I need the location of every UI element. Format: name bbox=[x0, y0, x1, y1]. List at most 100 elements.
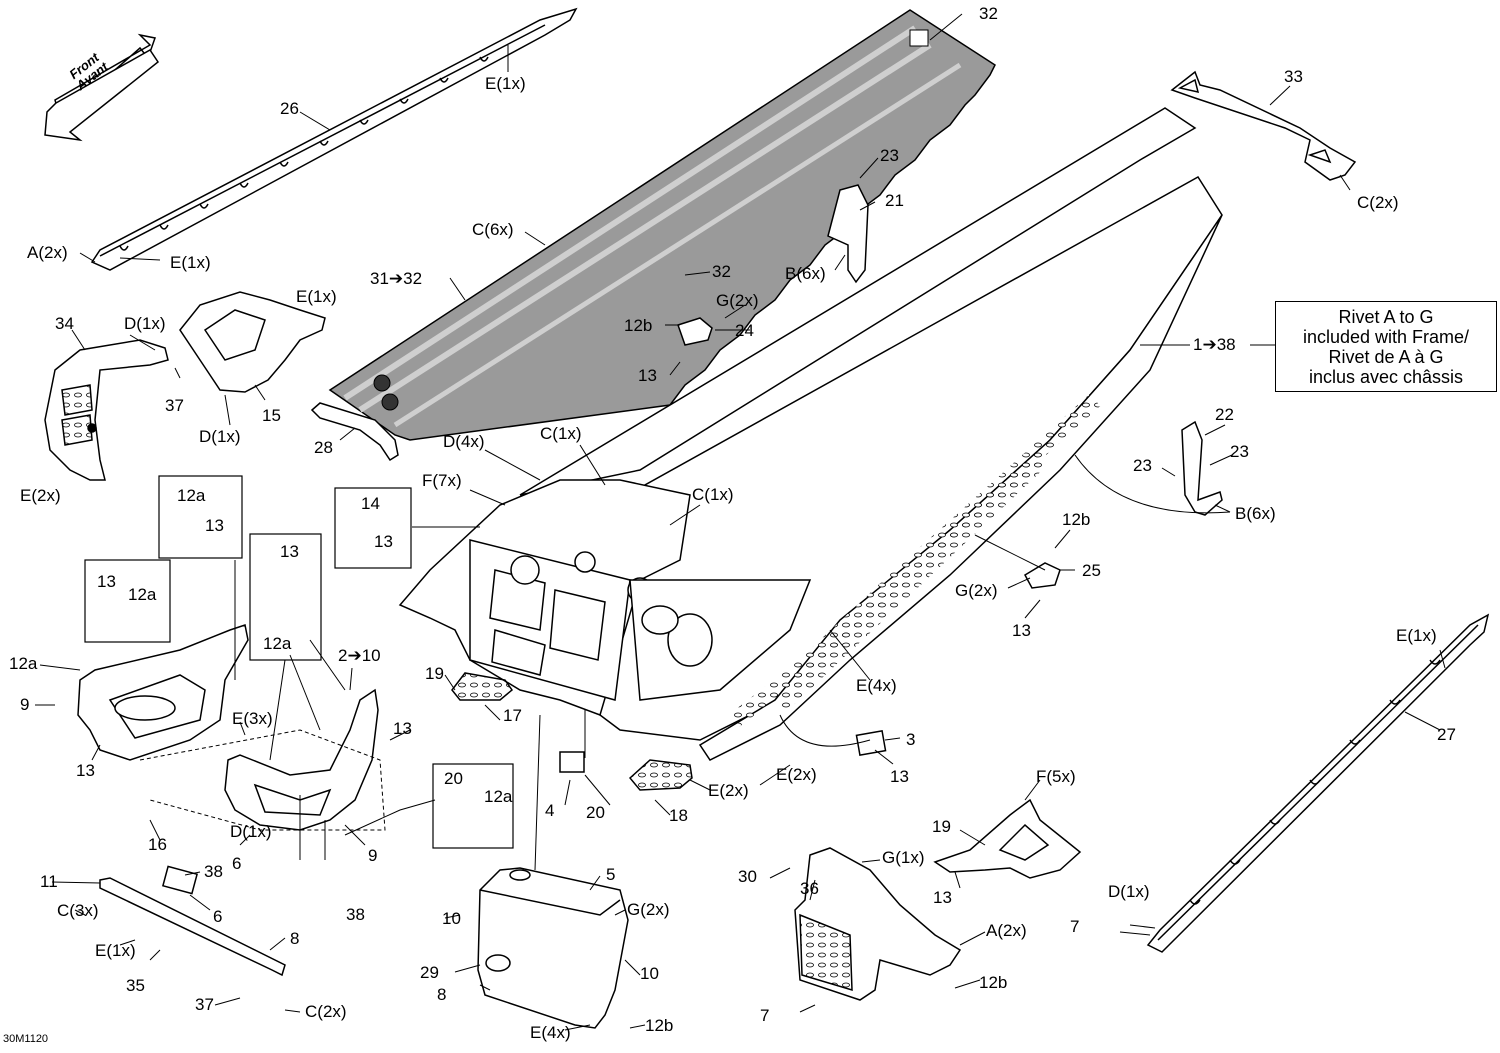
callout: 12b bbox=[624, 316, 653, 335]
callout: 3 bbox=[906, 730, 916, 749]
callout: 22 bbox=[1215, 405, 1234, 424]
tank-29-part bbox=[477, 867, 629, 1029]
callout: 12a bbox=[484, 787, 513, 806]
callout: 26 bbox=[280, 99, 299, 118]
callout: 13 bbox=[76, 761, 95, 780]
callout: 23 bbox=[1133, 456, 1152, 475]
callout: E(1x) bbox=[485, 74, 526, 93]
bracket-21-part bbox=[827, 184, 869, 284]
callout: 28 bbox=[314, 438, 333, 457]
callout: 36 bbox=[800, 879, 819, 898]
bracket-33-part bbox=[1170, 70, 1357, 181]
callout: A(2x) bbox=[27, 243, 68, 262]
callout: 35 bbox=[126, 976, 145, 995]
callout: 19 bbox=[932, 817, 951, 836]
callout: 30 bbox=[738, 867, 757, 886]
guard-15-part bbox=[179, 291, 326, 393]
callout: 15 bbox=[262, 406, 281, 425]
callout: 13 bbox=[638, 366, 657, 385]
callout: 32 bbox=[979, 4, 998, 23]
footrest-support-34-part bbox=[44, 339, 169, 481]
plate-11-part bbox=[162, 865, 198, 895]
callout: E(1x) bbox=[296, 287, 337, 306]
callout: 37 bbox=[165, 396, 184, 415]
bracket-22-part bbox=[1181, 420, 1223, 516]
callout: D(1x) bbox=[1108, 882, 1150, 901]
callout: D(1x) bbox=[230, 822, 272, 841]
callout: 17 bbox=[503, 706, 522, 725]
callout: E(1x) bbox=[170, 253, 211, 272]
callout: 20 bbox=[586, 803, 605, 822]
callout: 12b bbox=[979, 973, 1008, 992]
callout: C(3x) bbox=[57, 901, 99, 920]
tunnel-cover-part bbox=[328, 9, 996, 441]
callout: G(2x) bbox=[627, 900, 670, 919]
callout: 13 bbox=[374, 532, 393, 551]
bracket-25-part bbox=[1024, 562, 1061, 589]
callout: 10 bbox=[442, 909, 461, 928]
callout: 34 bbox=[55, 314, 74, 333]
callout: C(1x) bbox=[692, 485, 734, 504]
callout: B(6x) bbox=[1235, 504, 1276, 523]
callout: 7 bbox=[760, 1006, 770, 1025]
callout: 33 bbox=[1284, 67, 1303, 86]
callout: 12a bbox=[177, 486, 206, 505]
note-line: Rivet A to G bbox=[1338, 306, 1434, 327]
callout: 29 bbox=[420, 963, 439, 982]
footrest-support-35-part bbox=[794, 847, 962, 1001]
callout: B(6x) bbox=[785, 264, 826, 283]
callout: E(2x) bbox=[20, 486, 61, 505]
callout: 13 bbox=[97, 572, 116, 591]
callout: 13 bbox=[933, 888, 952, 907]
callout: 6 bbox=[213, 907, 223, 926]
callout: 25 bbox=[1082, 561, 1101, 580]
callout: G(2x) bbox=[955, 581, 998, 600]
callout: 23 bbox=[880, 146, 899, 165]
callout: 9 bbox=[368, 846, 378, 865]
bracket-24-part bbox=[677, 317, 713, 346]
callout: 1➔38 bbox=[1193, 335, 1236, 354]
callout: D(4x) bbox=[443, 432, 485, 451]
callout: 8 bbox=[290, 929, 300, 948]
rail-left-part bbox=[90, 7, 578, 271]
note-line: included with Frame/ bbox=[1302, 326, 1470, 347]
callout: 37 bbox=[195, 995, 214, 1014]
callout: 13 bbox=[1012, 621, 1031, 640]
front-arrow-icon bbox=[44, 33, 160, 142]
callout: 12a bbox=[9, 654, 38, 673]
plate-20a-part bbox=[559, 751, 585, 773]
callout: D(1x) bbox=[199, 427, 241, 446]
cradle-3-part bbox=[77, 624, 249, 761]
callout: 18 bbox=[669, 806, 688, 825]
bracket-28-part bbox=[310, 402, 399, 462]
foot-17-part bbox=[451, 672, 514, 701]
callout: 12a bbox=[128, 585, 157, 604]
callout: 32 bbox=[712, 262, 731, 281]
callout: 38 bbox=[346, 905, 365, 924]
callout: 13 bbox=[393, 719, 412, 738]
callout: E(4x) bbox=[530, 1023, 571, 1042]
callout: 20 bbox=[444, 769, 463, 788]
callout: G(2x) bbox=[716, 291, 759, 310]
callout: 12b bbox=[645, 1016, 674, 1035]
note-line: inclus avec châssis bbox=[1308, 366, 1464, 387]
callout: G(1x) bbox=[882, 848, 925, 867]
callout: C(6x) bbox=[472, 220, 514, 239]
frame-tunnel-part bbox=[398, 107, 1223, 761]
inset-boxes bbox=[84, 475, 514, 849]
callout: 8 bbox=[437, 985, 447, 1004]
callout: E(2x) bbox=[776, 765, 817, 784]
callout: 31➔32 bbox=[370, 269, 423, 288]
callout: 19 bbox=[425, 664, 444, 683]
callout: C(2x) bbox=[305, 1002, 347, 1021]
callout: 4 bbox=[545, 801, 555, 820]
callout: F(5x) bbox=[1036, 767, 1076, 786]
callout: 5 bbox=[606, 865, 616, 884]
plate-20b-part bbox=[855, 730, 887, 756]
callout: 27 bbox=[1437, 725, 1456, 744]
callout: 13 bbox=[280, 542, 299, 561]
callout: 13 bbox=[205, 516, 224, 535]
diagram-reference: 30M1120 bbox=[3, 1033, 49, 1045]
bar-5-part bbox=[99, 877, 286, 977]
